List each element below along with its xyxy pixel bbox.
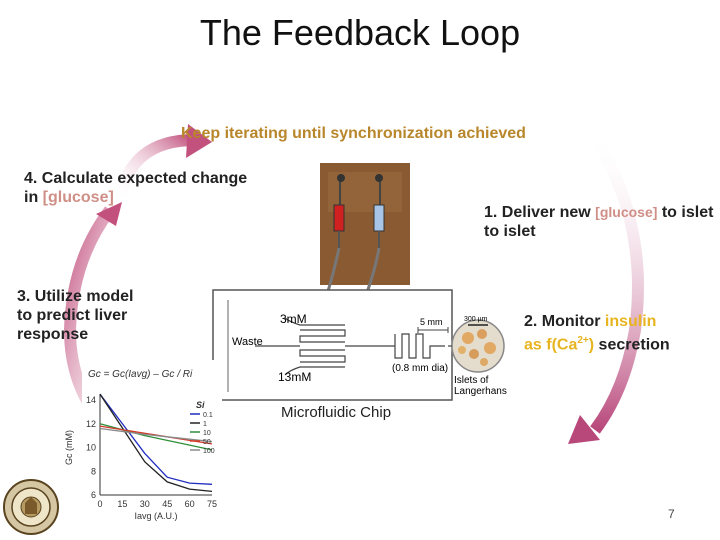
step-3-line2: to predict liver [17,307,128,324]
graph-y-tick-label: 8 [91,466,96,476]
graph-x-label: Iavg (A.U.) [134,511,177,521]
step-2-pre: 2. Monitor [524,313,605,330]
step-3-text: 3. Utilize model to predict liver respon… [17,287,133,344]
graph-x-tick-label: 30 [140,499,150,509]
graph-series-line-1 [99,393,213,493]
slide-title: The Feedback Loop [199,12,521,53]
graph-x-tick-label: 60 [185,499,195,509]
islet-chamber [451,319,505,373]
graph-legend-entry: 10 [203,430,211,437]
step-1-text: 1. Deliver new [glucose] to islet to isl… [484,203,713,241]
graph-x-tick-label: 75 [207,499,217,509]
graph-legend-entry: 1 [203,421,207,428]
microfluidic-chip [212,289,453,401]
chip-label-islets-line1: Islets of [454,375,489,386]
step-1-highlight: [glucose] [595,204,658,220]
loop-caption: Keep iterating until synchronization ach… [181,125,526,142]
chip-label-scale: 300 µm [464,316,488,323]
chip-label-5mm: 5 mm [420,317,443,327]
graph-legend-entry: 0.1 [203,412,213,419]
chip-caption: Microfluidic Chip [281,404,392,421]
graph-x-tick-label: 0 [97,499,102,509]
step-4-line1: 4. Calculate expected change [24,170,248,187]
step-1-post: to islet [657,204,714,221]
step-3-line1: 3. Utilize model [17,288,134,305]
page-number: 7 [668,507,675,521]
step-2-highlight-2: as f(Ca [524,336,578,354]
university-seal [3,479,59,535]
graph-legend-entry: 100 [203,448,215,455]
chip-label-waste: Waste [232,336,263,348]
graph-y-tick-label: 12 [86,419,96,429]
graph-y-tick-label: 10 [86,443,96,453]
graph-series-line-100 [99,427,213,443]
loop-arrow-top [114,134,196,202]
chip-label-3mm: 3mM [280,312,307,326]
chip-label-islets: Islets of Langerhans [454,375,507,397]
step-4-line2-pre: in [24,189,43,206]
step-2-post: secretion [594,336,670,354]
step-2-highlight-1: insulin [604,313,657,330]
graph-x-tick-label: 45 [162,499,172,509]
chip-label-islets-line2: Langerhans [454,386,507,397]
loop-arrowhead-top [186,124,212,158]
step-2-superscript: 2+ [577,335,589,346]
graph-legend-title: Si [196,400,205,410]
chip-label-13mm: 13mM [278,370,312,384]
step-1-line2: to islet [484,223,536,240]
syringe-blue [373,204,385,232]
step-4-highlight: [glucose] [42,189,114,206]
graph-series-line-0.1 [99,393,213,485]
syringe-red [333,204,345,232]
graph-series-line-10 [99,423,213,451]
step-3-line3: response [17,326,89,343]
loop-arrowhead-right [568,415,600,444]
loop-arrow-right [585,126,644,434]
step-4-text: 4. Calculate expected change in [glucose… [24,169,247,207]
step-2-highlight-close: ) [588,336,595,354]
graph-y-tick-label: 6 [91,490,96,500]
step-1-pre: 1. Deliver new [484,204,596,221]
graph-legend-entry: 50 [203,439,211,446]
graph-y-tick-label: 14 [86,395,96,405]
chip-label-diameter: (0.8 mm dia) [392,363,449,374]
graph-equation: Gc = Gc(Iavg) – Gc / Ri [88,369,193,380]
graph-y-label: Gc (mM) [64,430,74,465]
loop-arrowhead-left [96,202,122,226]
graph-x-tick-label: 15 [117,499,127,509]
step-2-text: 2. Monitor insulin as f(Ca2+) secretion [524,312,670,354]
